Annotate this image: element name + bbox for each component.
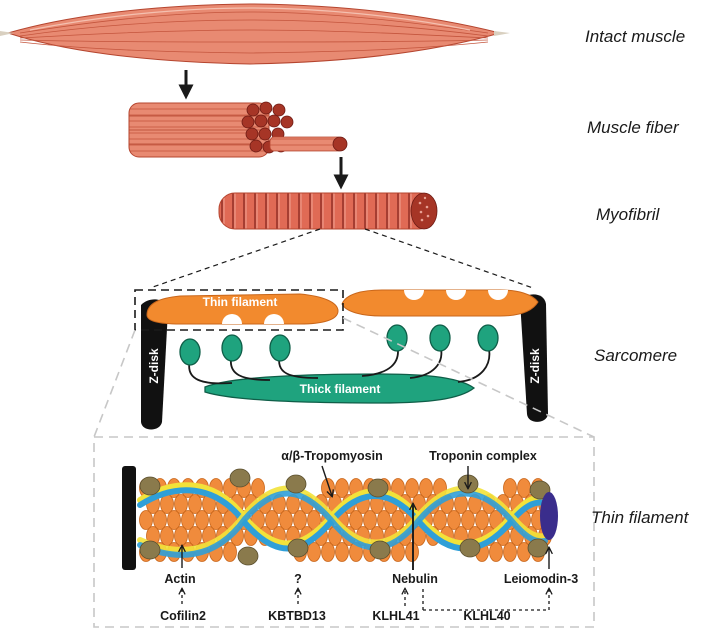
actin-monomer [174, 526, 188, 546]
actin-monomer [307, 542, 321, 562]
actin-monomer [489, 542, 503, 562]
unknown-label: ? [294, 572, 302, 586]
z-disk-label-right: Z-disk [528, 348, 542, 384]
actin-monomer [461, 510, 475, 530]
actin-monomer [335, 478, 349, 498]
klhl40-label: KLHL40 [463, 609, 510, 623]
label-muscle-fiber: Muscle fiber [587, 118, 680, 137]
myofibril [218, 192, 438, 230]
actin-monomer [377, 510, 391, 530]
actin-monomer [174, 494, 188, 514]
z-disk-anchor [122, 466, 136, 570]
actin-monomer [223, 542, 237, 562]
actin-monomer [321, 478, 335, 498]
tropomyosin-arrow [321, 465, 332, 496]
zoom-box-thin-filament [134, 289, 344, 331]
actin-monomer [209, 510, 223, 530]
nebulin-label: Nebulin [392, 572, 438, 586]
actin-monomer [419, 478, 433, 498]
zoom-line-thin-left [93, 329, 136, 438]
troponin-complex [367, 478, 389, 498]
leiomodin-label: Leiomodin-3 [504, 572, 578, 586]
actin-monomer [391, 510, 405, 530]
zoom-line-myofibril-left [149, 228, 321, 289]
sarcomere: Thin filament Thick filament Z-disk Z-di… [141, 289, 548, 430]
thick-filament-label: Thick filament [300, 382, 381, 396]
label-myofibril: Myofibril [596, 205, 661, 224]
actin-monomer [265, 510, 279, 530]
troponin-complex [139, 476, 161, 496]
actin-monomer [433, 510, 447, 530]
actin-monomer [405, 542, 419, 562]
actin-monomer [503, 478, 517, 498]
thin-filament-label: Thin filament [203, 295, 278, 309]
actin-monomer [321, 542, 335, 562]
muscle-fiber [128, 101, 348, 158]
label-intact-muscle: Intact muscle [585, 27, 685, 46]
troponin-complex [287, 538, 309, 558]
troponin-complex [529, 480, 551, 500]
actin-monomer [335, 542, 349, 562]
cofilin-label: Cofilin2 [160, 609, 206, 623]
troponin-complex [527, 538, 549, 558]
actin-monomer [188, 494, 202, 514]
actin-monomer [293, 510, 307, 530]
thin-filament-detail [122, 466, 558, 570]
actin-monomer [517, 478, 531, 498]
actin-label: Actin [164, 572, 195, 586]
troponin-complex [285, 474, 307, 494]
actin-monomer [195, 510, 209, 530]
actin-monomer [188, 526, 202, 546]
actin-monomer [447, 510, 461, 530]
z-disk-label-left: Z-disk [147, 348, 161, 384]
actin-monomer [279, 510, 293, 530]
tropomyosin-label: α/β-Tropomyosin [281, 449, 382, 463]
actin-monomer [160, 526, 174, 546]
gene-regulation-arrows [182, 589, 549, 611]
myosin-heads [179, 324, 499, 366]
actin-monomer [181, 510, 195, 530]
actin-binding-notches [222, 290, 508, 324]
zoom-line-myofibril-right [364, 228, 534, 289]
tropomyosin-yellow-2 [137, 485, 548, 553]
troponin-complexes [139, 468, 551, 566]
actin-monomer [349, 510, 363, 530]
actin-monomer [363, 510, 377, 530]
tropomyosin-blue-2 [137, 490, 548, 558]
actin-monomer [139, 510, 153, 530]
klhl41-label: KLHL41 [372, 609, 419, 623]
kbtbd13-label: KBTBD13 [268, 609, 326, 623]
z-disk-left [141, 299, 168, 430]
actin-monomer [405, 478, 419, 498]
troponin-complex [459, 538, 481, 558]
actin-monomer [153, 510, 167, 530]
troponin-complex [229, 468, 251, 488]
actin-monomer [475, 510, 489, 530]
troponin-complex [139, 540, 161, 560]
troponin-label: Troponin complex [429, 449, 537, 463]
thin-filament-right [341, 289, 539, 317]
leiomodin-3-cap [540, 492, 558, 540]
actin-monomer [503, 542, 517, 562]
thin-filament-left [146, 293, 339, 325]
label-sarcomere: Sarcomere [594, 346, 677, 365]
zoom-line-thin-right [342, 317, 595, 438]
troponin-complex [237, 546, 259, 566]
actin-monomer [167, 510, 181, 530]
label-thin-filament: Thin filament [591, 508, 690, 527]
z-disk-right [520, 294, 548, 422]
troponin-complex [369, 540, 391, 560]
intact-muscle [0, 3, 510, 65]
